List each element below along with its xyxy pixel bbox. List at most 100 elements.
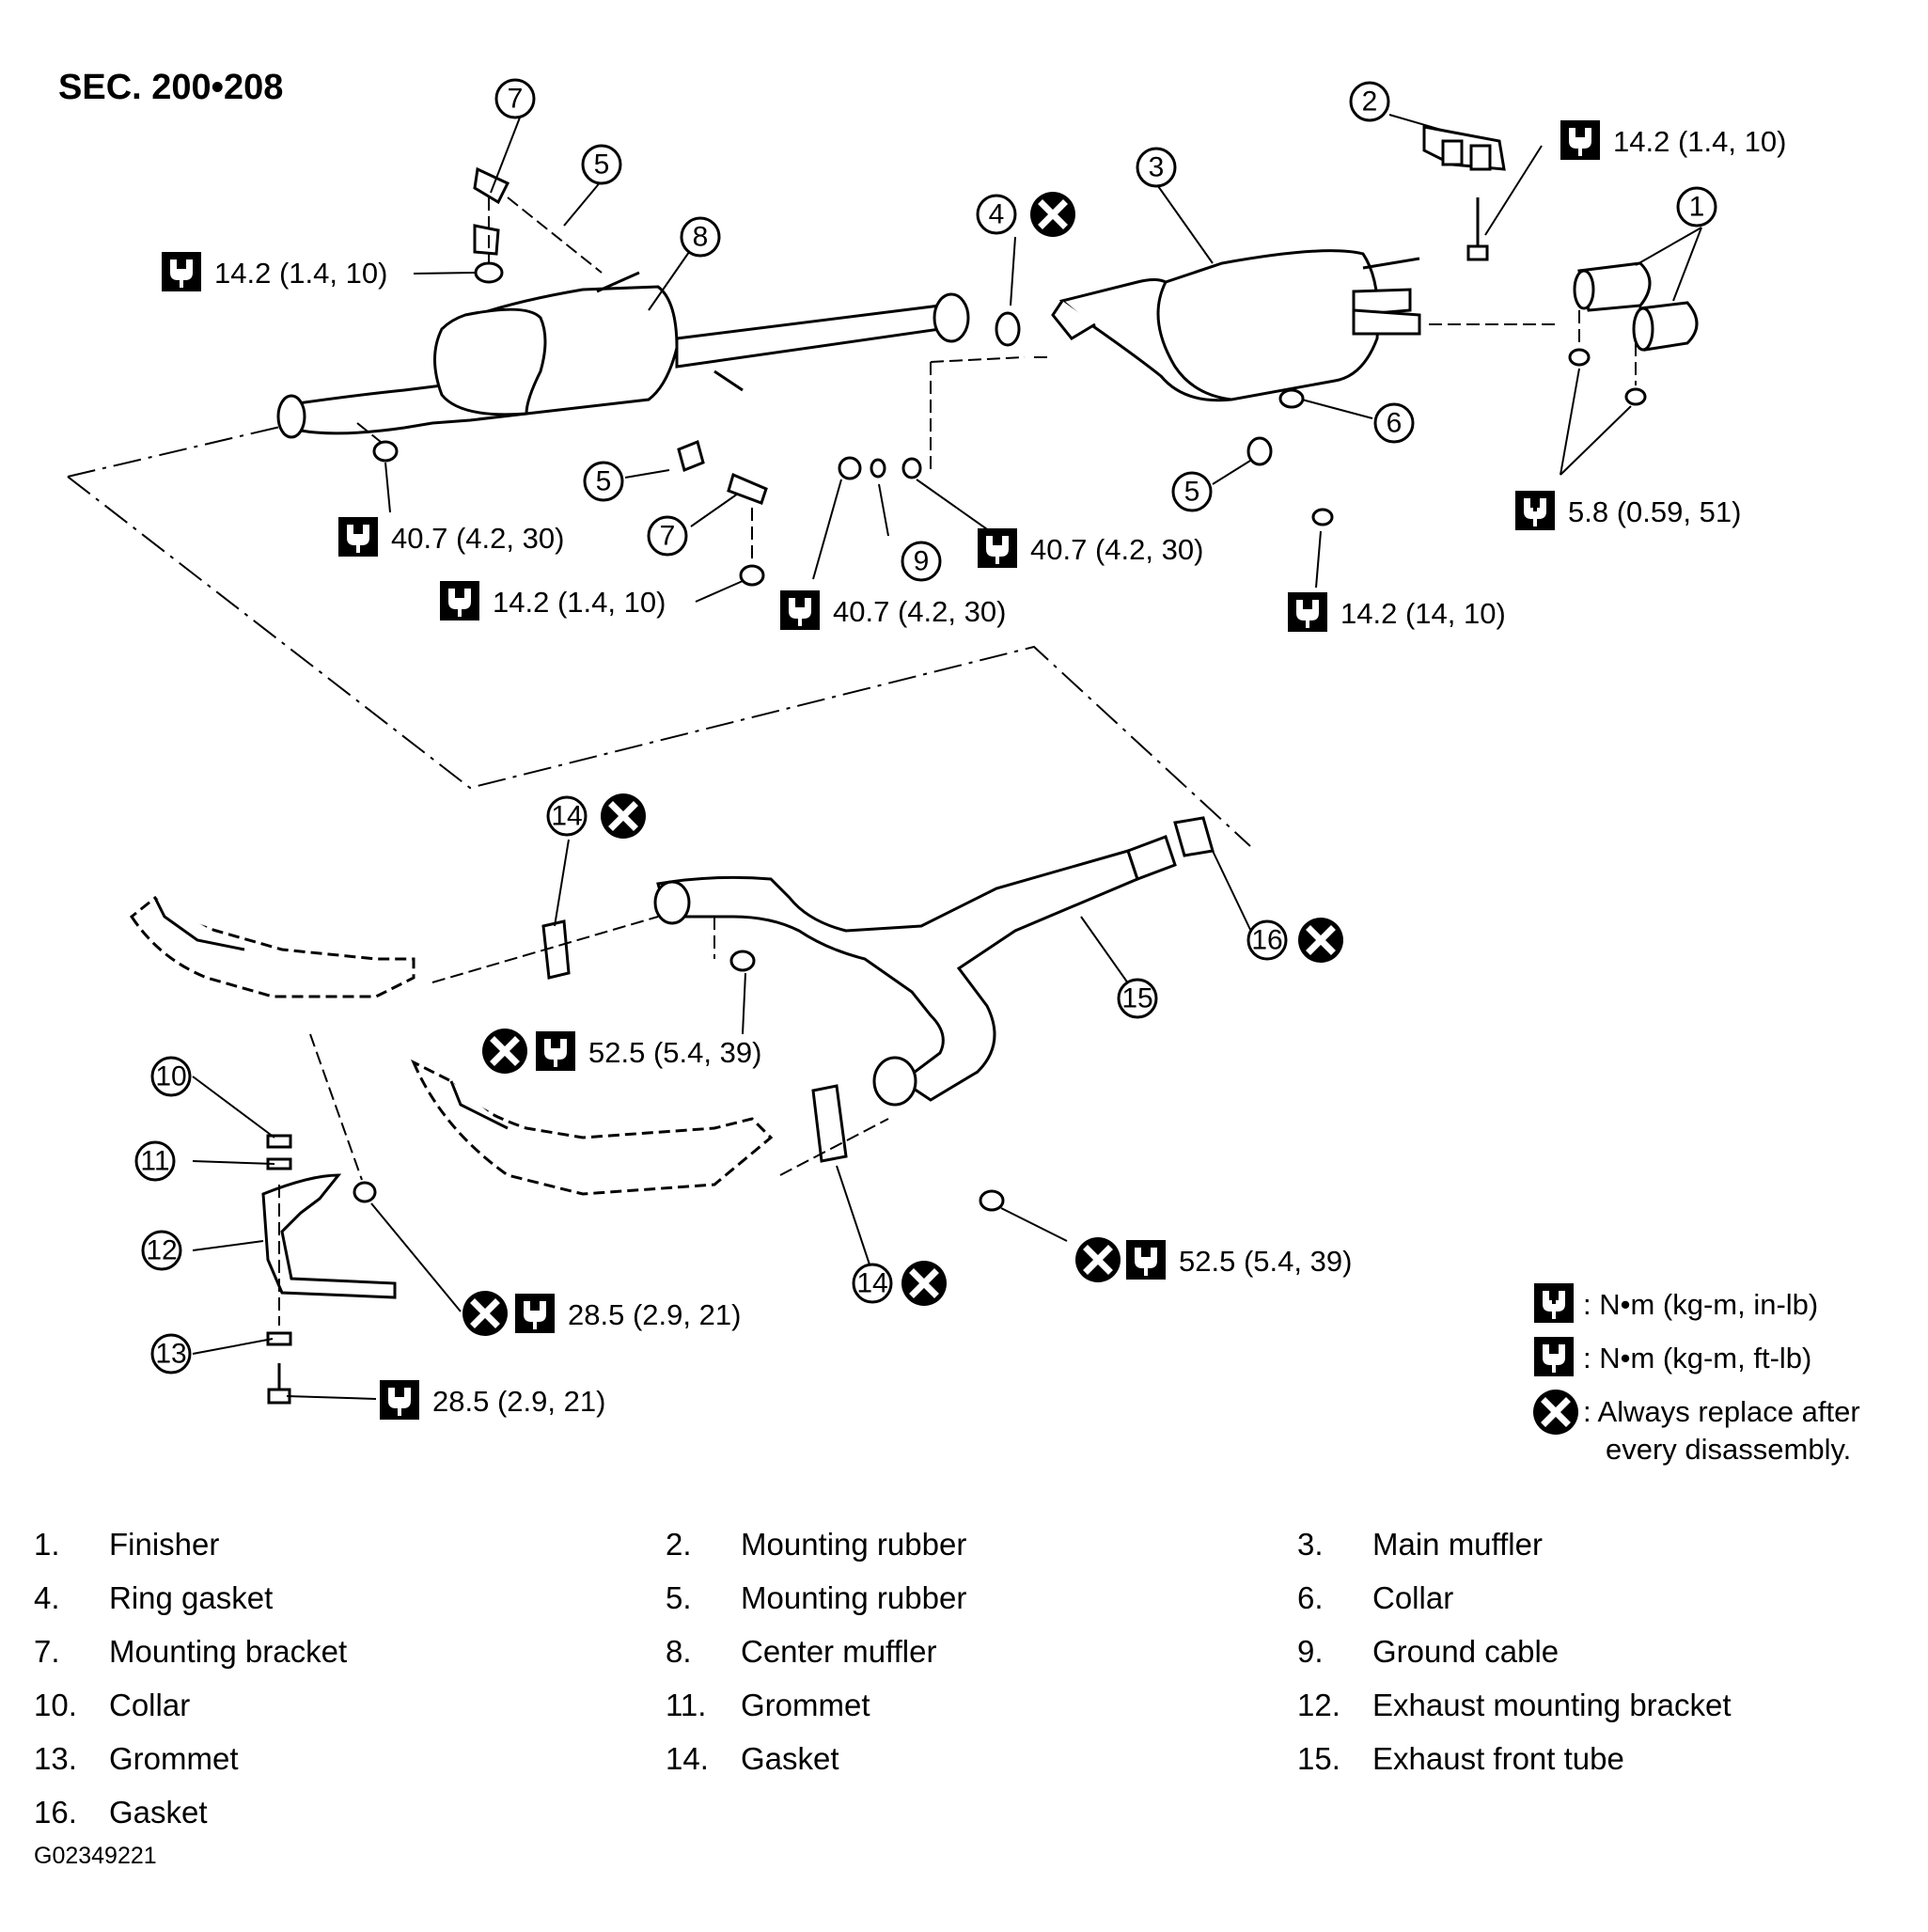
torque-label: 14.2 (1.4, 10) [1560,120,1786,160]
svg-text:40.7 (4.2, 30): 40.7 (4.2, 30) [833,595,1006,628]
exhaust-front-tube [129,835,1177,1196]
svg-text:5: 5 [1184,477,1200,508]
legend-replace: : Always replace after [1583,1395,1860,1428]
torque-wrench-inlb-icon [1534,1283,1574,1323]
part-item: 4.Ring gasket [34,1580,274,1615]
svg-text:14.2 (1.4, 10): 14.2 (1.4, 10) [1613,125,1786,158]
callout-3: 3 [1136,147,1177,188]
replace-x-icon [1075,1237,1121,1282]
callout-15: 15 [1117,978,1158,1019]
part-item: 11.Grommet [666,1688,870,1722]
svg-text:14.2 (1.4, 10): 14.2 (1.4, 10) [493,586,666,619]
legend: : N•m (kg-m, in-lb) : N•m (kg-m, ft-lb) … [1533,1283,1860,1466]
part-item: 3.Main muffler [1297,1527,1543,1562]
gasket-14-lower [811,1084,848,1163]
part-item: 9.Ground cable [1297,1634,1560,1669]
svg-text:16: 16 [1251,925,1282,956]
callout-14-upper: 14 [546,795,588,837]
svg-text:14.2 (14, 10): 14.2 (14, 10) [1340,597,1506,630]
svg-text:1: 1 [1689,192,1705,223]
svg-text:8: 8 [693,222,709,253]
callout-11: 11 [134,1140,176,1182]
torque-wrench-icon [1560,120,1600,160]
part-item: 13.Grommet [34,1741,239,1776]
gasket-14-upper [541,919,571,980]
svg-text:10: 10 [155,1061,186,1092]
svg-text:7: 7 [508,84,524,115]
svg-text:14: 14 [856,1268,887,1299]
figure-id: G02349221 [34,1843,157,1869]
svg-text:4: 4 [989,199,1005,230]
parts-list: 1.Finisher 2.Mounting rubber 3.Main muff… [34,1526,1914,1831]
torque-label: 14.2 (1.4, 10) [162,252,387,291]
exhaust-system-diagram: SEC. 200•208 [58,68,1860,1466]
svg-text:52.5 (5.4, 39): 52.5 (5.4, 39) [1179,1245,1352,1278]
part-item: 2.Mounting rubber [666,1527,967,1562]
part-item: 1.Finisher [34,1527,220,1562]
torque-label: 40.7 (4.2, 30) [780,590,1006,630]
svg-text:14.2 (1.4, 10): 14.2 (1.4, 10) [214,257,387,290]
svg-text:28.5 (2.9, 21): 28.5 (2.9, 21) [568,1298,741,1331]
callout-8: 8 [680,216,721,258]
torque-label: 28.5 (2.9, 21) [515,1294,741,1333]
part-item: 6.Collar [1297,1580,1454,1615]
svg-text:6: 6 [1387,408,1403,439]
svg-text:13: 13 [155,1339,186,1370]
legend-replace-2: every disassembly. [1606,1433,1851,1466]
exhaust-mounting-bracket [261,1134,397,1405]
part-item: 12.Exhaust mounting bracket [1297,1688,1732,1722]
torque-wrench-icon [440,581,479,620]
svg-text:52.5 (5.4, 39): 52.5 (5.4, 39) [588,1036,761,1069]
legend-in-lb: : N•m (kg-m, in-lb) [1583,1288,1818,1321]
replace-x-icon [1533,1390,1578,1435]
legend-ft-lb: : N•m (kg-m, ft-lb) [1583,1342,1811,1374]
guide-frame [67,422,1251,847]
part-item: 5.Mounting rubber [666,1580,967,1615]
torque-label: 52.5 (5.4, 39) [1126,1240,1352,1280]
callout-1: 1 [1676,186,1717,228]
callout-5-mid: 5 [583,461,624,502]
gaskets [353,166,1647,1212]
callout-10: 10 [150,1056,192,1097]
center-muffler [276,271,970,439]
svg-text:14: 14 [551,801,582,832]
callout-14-lower: 14 [852,1263,893,1304]
svg-text:40.7 (4.2, 30): 40.7 (4.2, 30) [391,522,564,555]
svg-text:5: 5 [596,466,612,497]
torque-wrench-icon [1126,1240,1166,1280]
callout-5-upper: 5 [581,144,622,185]
svg-text:2: 2 [1362,86,1378,118]
torque-labels: 14.2 (1.4, 10) 14.2 (1.4, 10) 5.8 (0.59,… [162,120,1786,1420]
main-muffler [1051,249,1421,402]
part-item: 16.Gasket [34,1795,208,1830]
svg-text:11: 11 [140,1146,169,1177]
callout-12: 12 [141,1230,182,1271]
torque-wrench-inlb-icon [1515,491,1555,530]
svg-text:5.8 (0.59, 51): 5.8 (0.59, 51) [1568,495,1741,528]
torque-wrench-icon [338,517,378,557]
torque-wrench-icon [536,1031,575,1071]
svg-text:7: 7 [660,521,676,552]
replace-x-icon [1030,192,1075,237]
replace-x-icon [601,793,646,839]
torque-label: 14.2 (14, 10) [1288,592,1506,632]
callout-5-right: 5 [1171,471,1213,512]
svg-text:9: 9 [914,546,930,577]
callout-9: 9 [901,541,942,582]
callout-13: 13 [150,1333,192,1374]
svg-text:40.7 (4.2, 30): 40.7 (4.2, 30) [1030,533,1203,566]
callout-16: 16 [1246,919,1288,961]
torque-wrench-icon [380,1380,419,1420]
torque-label: 14.2 (1.4, 10) [440,581,666,620]
svg-text:12: 12 [146,1235,177,1266]
svg-text:5: 5 [594,149,610,181]
replace-x-icon [901,1261,947,1306]
leader-lines [192,114,1702,1400]
torque-label: 28.5 (2.9, 21) [380,1380,605,1420]
callouts: 7 5 8 4 3 2 1 6 5 5 7 9 14 16 15 10 11 1… [134,78,1717,1374]
mounting-rubber-upper [1422,125,1506,261]
replace-x-icon [1298,918,1343,963]
torque-wrench-icon [978,528,1017,568]
torque-wrench-icon [515,1294,555,1333]
callout-2: 2 [1349,81,1390,122]
